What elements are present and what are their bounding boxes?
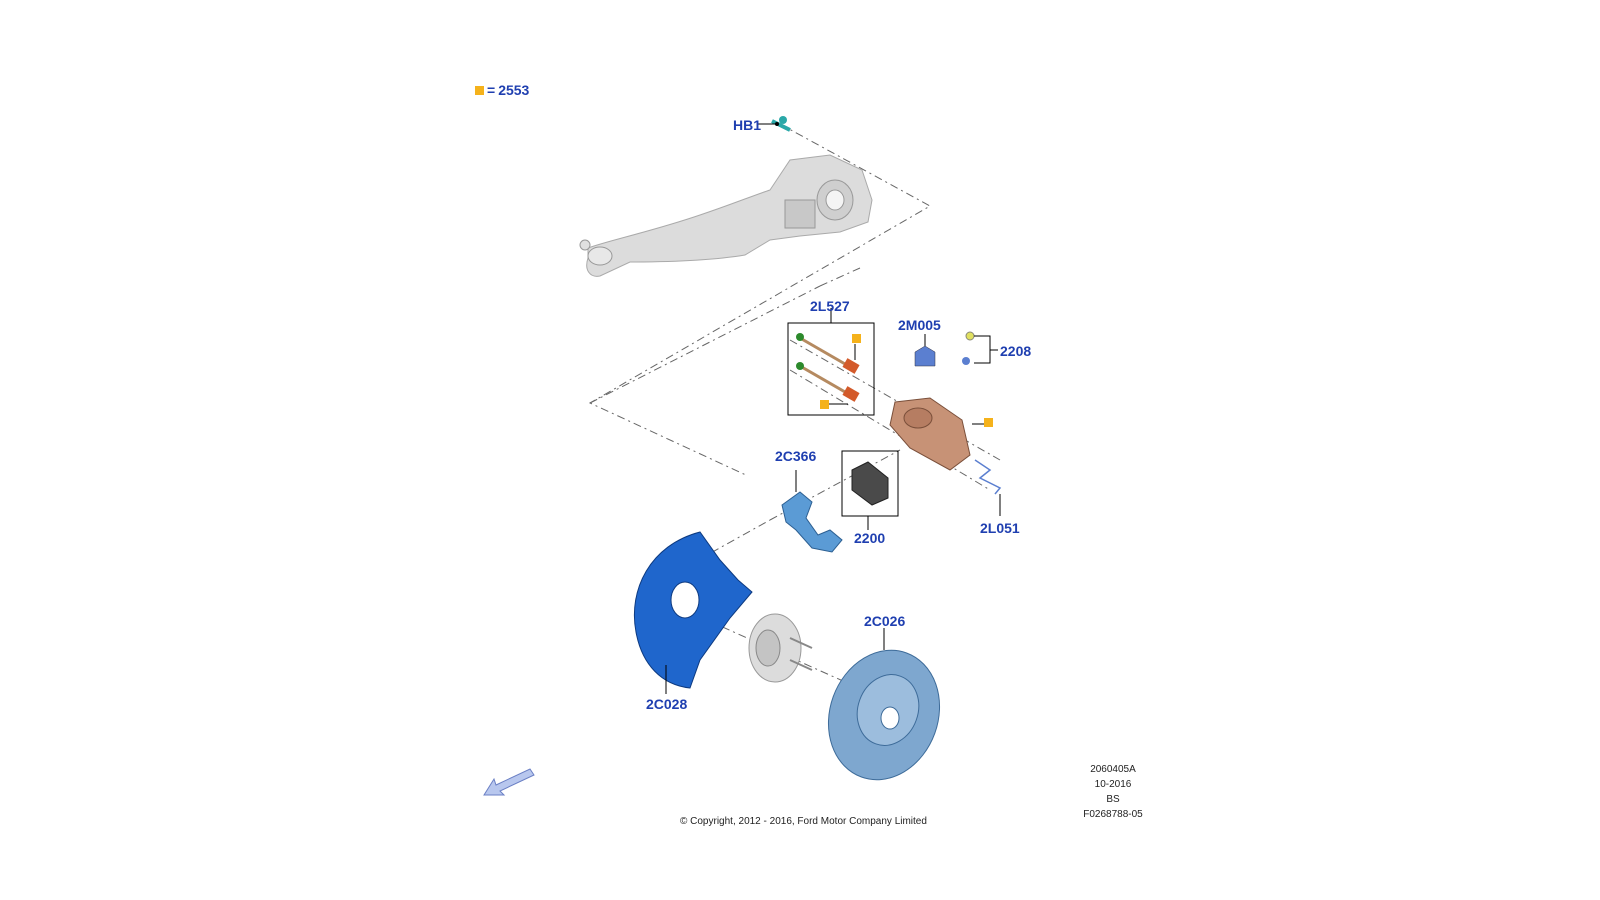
document-info: 2060405A 10-2016 BS F0268788-05 <box>1068 762 1158 822</box>
part-label-hb1: HB1 <box>733 117 762 133</box>
carrier-bracket <box>781 470 843 553</box>
part-label-2l051: 2L051 <box>980 520 1020 536</box>
hb1-bolt <box>758 116 791 132</box>
legend-square-icon <box>475 85 484 95</box>
doc-region: BS <box>1106 794 1120 805</box>
part-label-2c028: 2C028 <box>646 696 688 712</box>
brake-pad-kit <box>841 450 899 530</box>
guide-pin-kit <box>787 308 875 416</box>
arrow-icon <box>483 768 535 796</box>
caliper <box>889 397 993 471</box>
legend-equals: = <box>487 82 496 98</box>
part-label-2208: 2208 <box>1000 343 1032 359</box>
legend-code: 2553 <box>498 82 530 98</box>
part-label-2c026: 2C026 <box>864 613 906 629</box>
doc-code: 2060405A <box>1090 764 1136 775</box>
doc-ref: F0268788-05 <box>1083 809 1143 820</box>
part-label-2m005: 2M005 <box>898 317 941 333</box>
assembly-lines <box>588 123 1001 721</box>
part-label-2l527: 2L527 <box>810 298 850 314</box>
part-label-2200: 2200 <box>854 530 886 546</box>
knuckle-arm <box>579 154 873 277</box>
part-label-2c366: 2C366 <box>775 448 817 464</box>
legend: = 2553 <box>475 83 529 97</box>
spring-clip-2l051 <box>974 459 1002 516</box>
wheel-hub <box>748 613 813 683</box>
copyright-text: © Copyright, 2012 - 2016, Ford Motor Com… <box>680 816 927 827</box>
bleeder-2208 <box>962 331 998 365</box>
doc-date: 10-2016 <box>1094 779 1132 790</box>
brake-rotor <box>827 628 941 781</box>
dust-shield <box>633 531 753 694</box>
leader-lines <box>924 334 1001 516</box>
